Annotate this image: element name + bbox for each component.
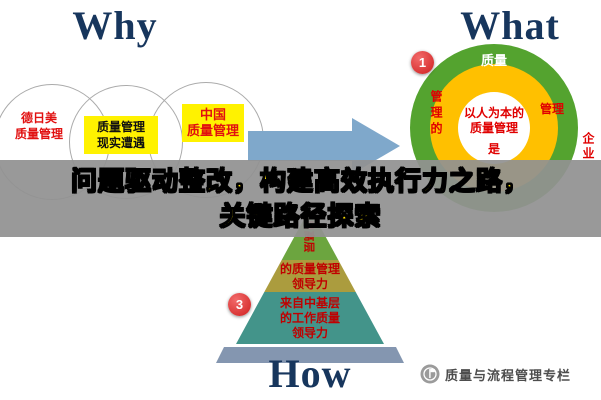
venn-label-middle: 质量管理 现实遭遇 xyxy=(84,116,158,154)
donut-center-line1: 以人为本的 xyxy=(463,106,524,120)
donut-top-label: 质量 xyxy=(480,53,507,68)
badge-3: 3 xyxy=(228,293,251,316)
venn-label-left-line1: 德日美 xyxy=(20,111,57,125)
how-heading: How xyxy=(268,351,352,396)
donut-center-line2: 质量管理 xyxy=(469,121,518,135)
pyramid-bottom-line3: 领导力 xyxy=(291,326,328,340)
pyramid-bottom-label: 来自中基层 的工作质量 领导力 xyxy=(250,296,370,341)
donut-center xyxy=(458,92,530,164)
donut-center-text: 以人为本的 质量管理 xyxy=(456,106,532,136)
badge-1: 1 xyxy=(411,51,434,74)
venn-label-right: 中国 质量管理 xyxy=(182,104,244,142)
venn-label-left-line2: 质量管理 xyxy=(14,127,63,141)
pyramid-middle-line2: 领导力 xyxy=(291,277,328,291)
title-banner: 问题驱动整改，构建高效执行力之路， 关键路径探索 xyxy=(0,160,601,237)
pyramid-bottom-line2: 的工作质量 xyxy=(279,311,340,325)
donut-center-bottom-label: 是 xyxy=(487,142,500,156)
venn-label-left: 德日美 质量管理 xyxy=(6,110,72,142)
title-line2: 关键路径探索 xyxy=(219,200,382,231)
title-line1: 问题驱动整改，构建高效执行力之路， xyxy=(70,165,530,196)
pyramid-middle-label: 的质量管理 领导力 xyxy=(260,262,360,292)
pyramid-middle-line1: 的质量管理 xyxy=(279,262,340,276)
footer-brand-text: 质量与流程管理专栏 xyxy=(445,367,572,383)
venn-label-right-line2: 质量管理 xyxy=(186,123,239,138)
why-heading: Why xyxy=(72,3,158,48)
official-account-logo-icon xyxy=(420,364,440,384)
donut-right-label: 管理 xyxy=(540,102,565,116)
venn-label-middle-line1: 质量管理 xyxy=(96,120,145,134)
leadership-pyramid xyxy=(216,208,404,363)
donut-edge-label: 企业 xyxy=(581,132,595,162)
donut-left-label: 管理的 xyxy=(429,90,443,138)
footer-brand: 质量与流程管理专栏 xyxy=(420,364,571,384)
what-heading: What xyxy=(460,3,560,48)
venn-label-middle-line2: 现实遭遇 xyxy=(96,136,145,150)
venn-label-right-line1: 中国 xyxy=(199,107,226,122)
pyramid-bottom-line1: 来自中基层 xyxy=(279,296,340,310)
